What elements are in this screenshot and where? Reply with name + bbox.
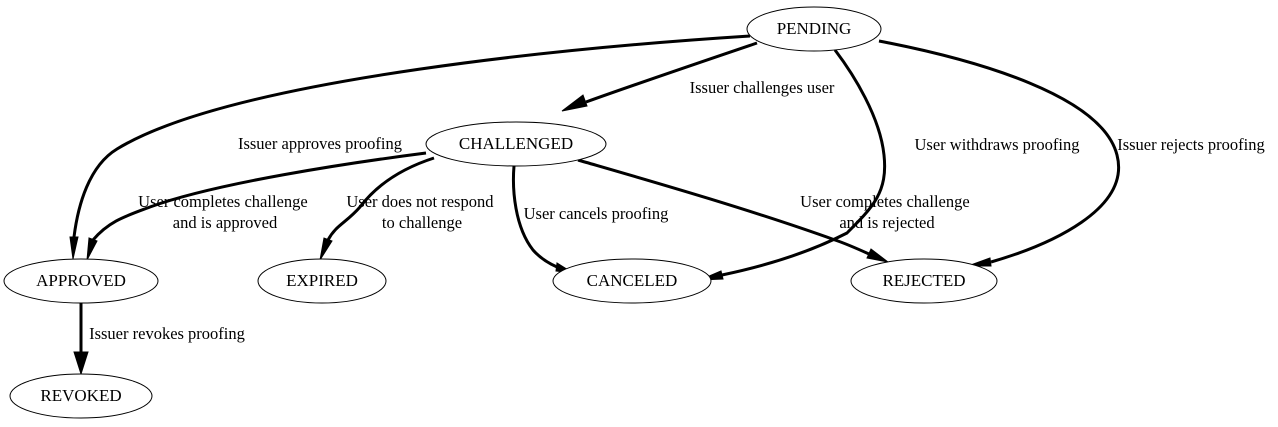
edge-label-line: User completes challenge: [138, 192, 308, 211]
node-label: APPROVED: [36, 271, 126, 290]
node-approved[interactable]: APPROVED: [3, 258, 159, 304]
node-label: CANCELED: [587, 271, 678, 290]
edge-label: Issuer approves proofing: [238, 134, 402, 153]
node-label: REJECTED: [882, 271, 965, 290]
edge-label-line: and is approved: [173, 213, 278, 232]
node-shape[interactable]: [746, 6, 882, 52]
edge-path: [878, 39, 1121, 264]
edge-label-line: Issuer approves proofing: [238, 134, 402, 153]
node-shape[interactable]: [9, 373, 153, 419]
arrowhead-icon: [967, 257, 992, 267]
edge-approved-revoked: Issuer revokes proofing: [73, 303, 245, 376]
edge-path: [511, 165, 558, 269]
edge-path: [577, 158, 870, 256]
edge-challenged-rejected: User completes challenge and is rejected: [577, 158, 974, 263]
edge-label-line: and is rejected: [839, 213, 935, 232]
edge-label-line: User cancels proofing: [524, 204, 669, 223]
edge-label: Issuer revokes proofing: [89, 324, 245, 343]
edge-label-line: Issuer rejects proofing: [1117, 135, 1265, 154]
node-label: CHALLENGED: [459, 134, 573, 153]
edge-challenged-approved: User completes challenge and is approved: [86, 151, 427, 261]
arrowhead-icon: [69, 236, 79, 260]
arrowhead-icon: [319, 237, 333, 261]
edge-label: User completes challenge and is rejected: [800, 192, 974, 232]
node-challenged[interactable]: CHALLENGED: [425, 121, 607, 167]
edge-challenged-canceled: User cancels proofing: [511, 165, 669, 274]
node-shape[interactable]: [425, 121, 607, 167]
arrowhead-icon: [73, 351, 89, 376]
edge-path: [585, 41, 758, 104]
edge-pending-challenged: Issuer challenges user: [561, 41, 835, 112]
node-canceled[interactable]: CANCELED: [552, 258, 712, 304]
node-shape[interactable]: [3, 258, 159, 304]
edge-path: [721, 49, 887, 277]
edge-label-line: Issuer revokes proofing: [89, 324, 245, 343]
edge-pending-rejected: Issuer rejects proofing: [878, 39, 1265, 267]
arrowhead-icon: [86, 237, 98, 261]
node-shape[interactable]: [850, 258, 998, 304]
edge-label: User does not respond to challenge: [346, 192, 497, 232]
node-revoked[interactable]: REVOKED: [9, 373, 153, 419]
arrowhead-icon: [561, 94, 588, 112]
edge-label: Issuer challenges user: [690, 78, 835, 97]
node-label: EXPIRED: [286, 271, 358, 290]
edge-label: User cancels proofing: [524, 204, 669, 223]
edge-path: [91, 151, 427, 241]
edge-label-line: User withdraws proofing: [915, 135, 1080, 154]
edges-layer: Issuer challenges user Issuer approves p…: [69, 34, 1265, 376]
node-shape[interactable]: [257, 258, 387, 304]
edge-label-line: User completes challenge: [800, 192, 970, 211]
edge-label: Issuer rejects proofing: [1117, 135, 1265, 154]
edge-label-line: User does not respond: [346, 192, 494, 211]
node-pending[interactable]: PENDING: [746, 6, 882, 52]
edge-label-line: Issuer challenges user: [690, 78, 835, 97]
edge-pending-approved: Issuer approves proofing: [69, 34, 751, 260]
nodes-layer: PENDING CHALLENGED APPROVED EXPIRED CANC…: [3, 6, 998, 419]
node-shape[interactable]: [552, 258, 712, 304]
node-label: PENDING: [777, 19, 852, 38]
edge-path: [72, 34, 751, 238]
edge-challenged-expired: User does not respond to challenge: [319, 156, 497, 261]
node-expired[interactable]: EXPIRED: [257, 258, 387, 304]
edge-label: User completes challenge and is approved: [138, 192, 312, 232]
edge-label-line: to challenge: [382, 213, 462, 232]
edge-pending-canceled: User withdraws proofing: [699, 49, 1080, 281]
node-label: REVOKED: [40, 386, 121, 405]
node-rejected[interactable]: REJECTED: [850, 258, 998, 304]
edge-path: [326, 156, 435, 241]
arrowhead-icon: [866, 248, 889, 263]
edge-label: User withdraws proofing: [915, 135, 1080, 154]
